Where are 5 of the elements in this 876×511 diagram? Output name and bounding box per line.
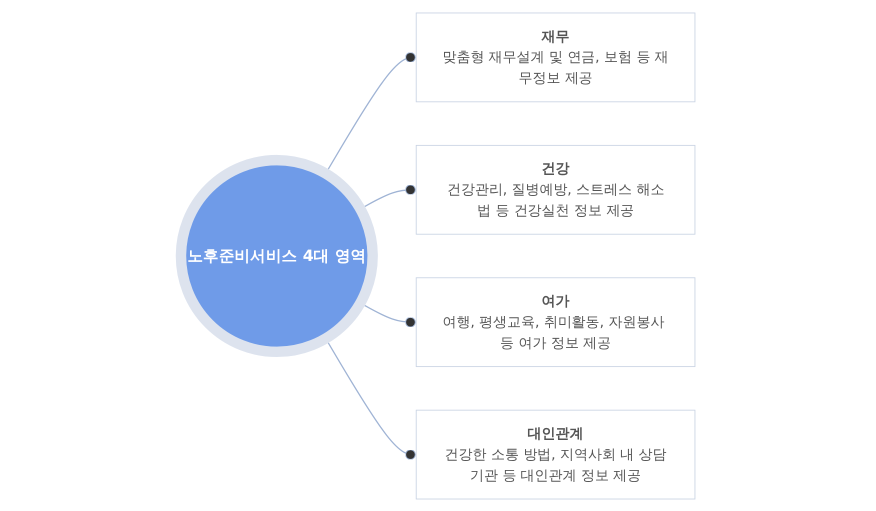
node-box: 대인관계 건강한 소통 방법, 지역사회 내 상담기관 등 대인관계 정보 제공 — [416, 409, 696, 499]
node-circle: 노후준비서비스 4대 영역 — [176, 154, 378, 357]
node-box: 여가 여행, 평생교육, 취미활동, 자원봉사 등 여가 정보 제공 — [416, 276, 696, 367]
node-box: 재무 맞춤형 재무설계 및 연금, 보험 등 재무정보 제공 — [416, 12, 696, 102]
node-box: 건강 건강관리, 질병예방, 스트레스 해소법 등 건강실천 정보 제공 — [416, 144, 696, 234]
